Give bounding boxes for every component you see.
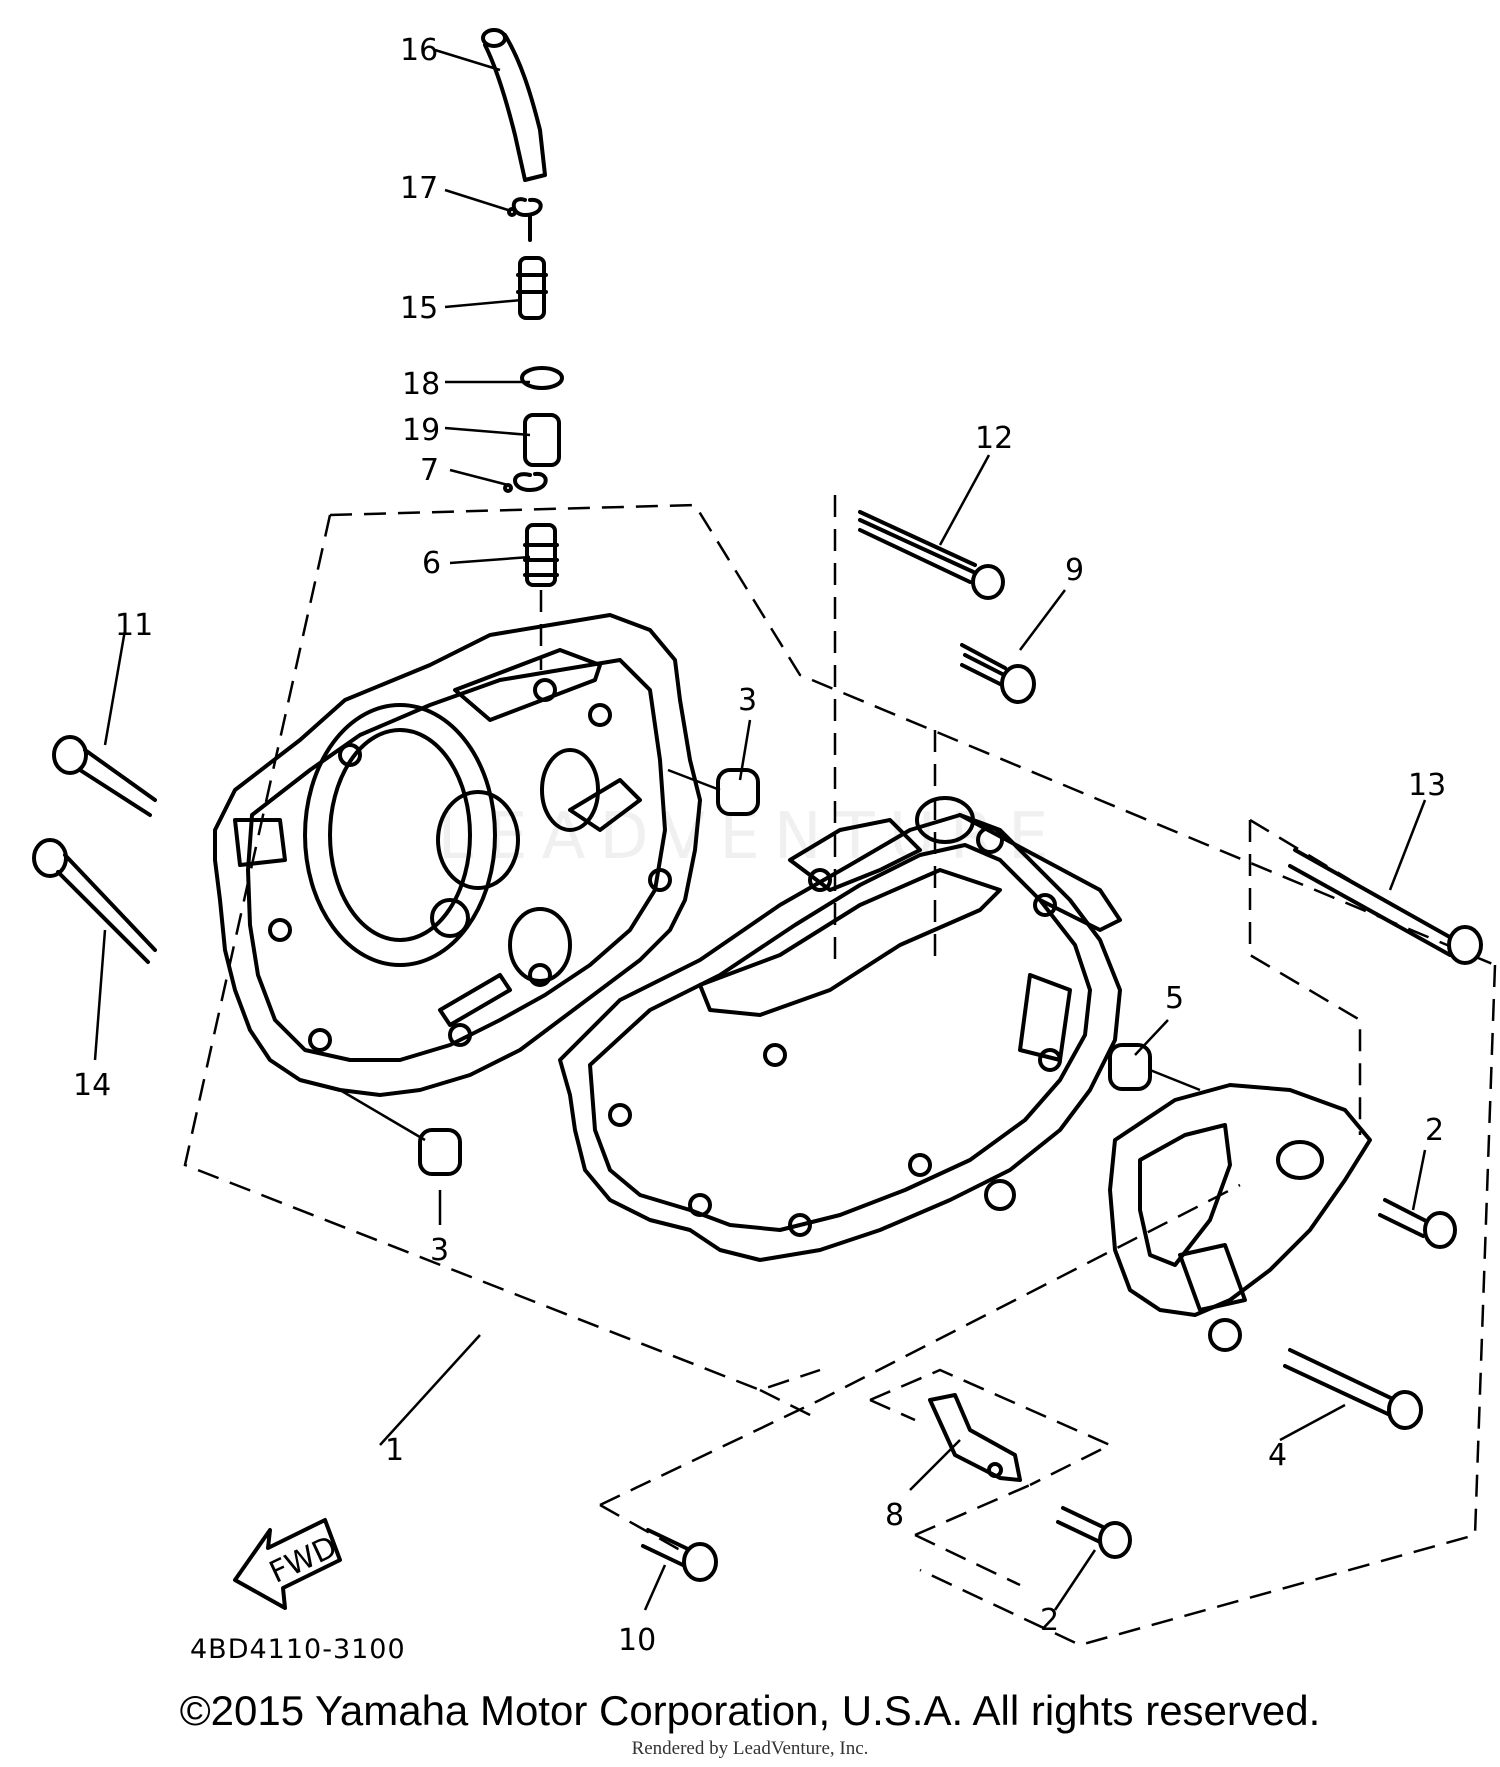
- callout-2a: 2: [1425, 1113, 1444, 1148]
- callout-5: 5: [1165, 981, 1184, 1016]
- callout-11: 11: [115, 608, 153, 643]
- callout-10: 10: [618, 1623, 656, 1658]
- callout-8: 8: [885, 1498, 904, 1533]
- callout-6: 6: [422, 546, 441, 581]
- guide-plate: [928, 1393, 1022, 1482]
- bolts: [32, 510, 1483, 1582]
- callout-12: 12: [975, 421, 1013, 456]
- callout-7: 7: [420, 453, 439, 488]
- callout-2b: 2: [1040, 1603, 1059, 1638]
- callout-3b: 3: [430, 1233, 449, 1268]
- rendered-by-credit: Rendered by LeadVenture, Inc.: [631, 1738, 869, 1759]
- callout-15: 15: [400, 291, 438, 326]
- leader-lines: [93, 48, 1427, 1611]
- assembly-outlines: [183, 495, 1497, 1647]
- crankcase-right-half: [558, 796, 1122, 1262]
- callout-18: 18: [402, 367, 440, 402]
- callout-labels: 1 2 2 3 3 4 5 6 7 8 9 10 11 12 13 14 15 …: [73, 33, 1446, 1658]
- callout-1: 1: [385, 1433, 404, 1468]
- dowel-pins: [339, 768, 760, 1176]
- callout-9: 9: [1065, 553, 1084, 588]
- fwd-arrow: FWD: [233, 1518, 342, 1610]
- collar: [1108, 1043, 1201, 1092]
- catalog-number: 4BD4110-3100: [190, 1634, 406, 1665]
- callout-13: 13: [1408, 768, 1446, 803]
- callout-3a: 3: [738, 683, 757, 718]
- callout-19: 19: [402, 413, 440, 448]
- crankcase-left-half: [213, 613, 702, 1097]
- case-cover: [1108, 1083, 1372, 1352]
- callout-14: 14: [73, 1068, 111, 1103]
- callout-4: 4: [1268, 1438, 1287, 1473]
- callout-17: 17: [400, 171, 438, 206]
- breather-assembly: [481, 28, 564, 670]
- callout-16: 16: [400, 33, 438, 68]
- copyright-notice: ©2015 Yamaha Motor Corporation, U.S.A. A…: [179, 1687, 1321, 1734]
